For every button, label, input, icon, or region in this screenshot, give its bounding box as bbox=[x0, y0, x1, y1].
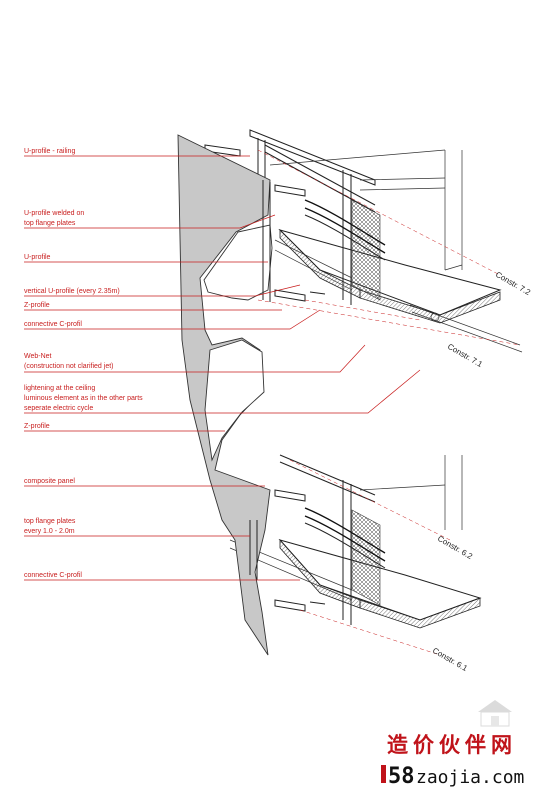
constr-7-1: Constr. 7.1 bbox=[446, 342, 484, 369]
watermark-brand: 造价伙伴网 bbox=[387, 733, 517, 757]
label-vertical-u-profile: vertical U-profile (every 2.35m) bbox=[24, 288, 120, 295]
label-web-net: Web-Net bbox=[24, 353, 52, 360]
constr-6-2: Constr. 6.2 bbox=[436, 534, 474, 561]
watermark: 造价伙伴网 58 zaojia.com bbox=[381, 700, 524, 789]
label-z-profile-1: Z-profile bbox=[24, 302, 50, 309]
label-lightening-ceiling: lightening at the ceiling bbox=[24, 385, 95, 392]
label-top-flange-plates-2: top flange plates bbox=[24, 518, 76, 525]
constr-6-1: Constr. 6.1 bbox=[431, 646, 469, 673]
label-electric-cycle: seperate electric cycle bbox=[24, 405, 93, 412]
label-composite-panel: composite panel bbox=[24, 478, 75, 485]
watermark-domain: zaojia.com bbox=[416, 767, 524, 788]
panel-opening-upper bbox=[203, 224, 273, 301]
watermark-bar bbox=[381, 765, 386, 783]
watermark-logo-icon bbox=[478, 700, 512, 727]
watermark-number: 58 bbox=[388, 764, 415, 789]
label-connective-c-profil-2: connective C-profil bbox=[24, 572, 82, 579]
label-top-flange-plates-1: top flange plates bbox=[24, 220, 76, 227]
lower-floor-structure bbox=[229, 454, 482, 629]
panel-opening-middle bbox=[204, 339, 265, 462]
label-u-profile-welded: U-profile welded on bbox=[24, 210, 84, 217]
label-u-profile: U-profile bbox=[24, 254, 51, 261]
label-z-profile-2: Z-profile bbox=[24, 423, 50, 430]
label-luminous-element: luminous element as in the other parts bbox=[24, 395, 143, 402]
upper-floor-structure bbox=[204, 129, 523, 353]
label-connective-c-profil-1: connective C-profil bbox=[24, 321, 82, 328]
label-web-net-note: (construction not clarified jet) bbox=[24, 363, 113, 370]
label-u-profile-railing: U-profile - railing bbox=[24, 148, 75, 155]
label-flange-spacing: every 1.0 - 2.0m bbox=[24, 528, 75, 535]
annotation-labels: U-profile - railing U-profile welded on … bbox=[24, 148, 143, 579]
annotation-leaders bbox=[24, 149, 521, 656]
